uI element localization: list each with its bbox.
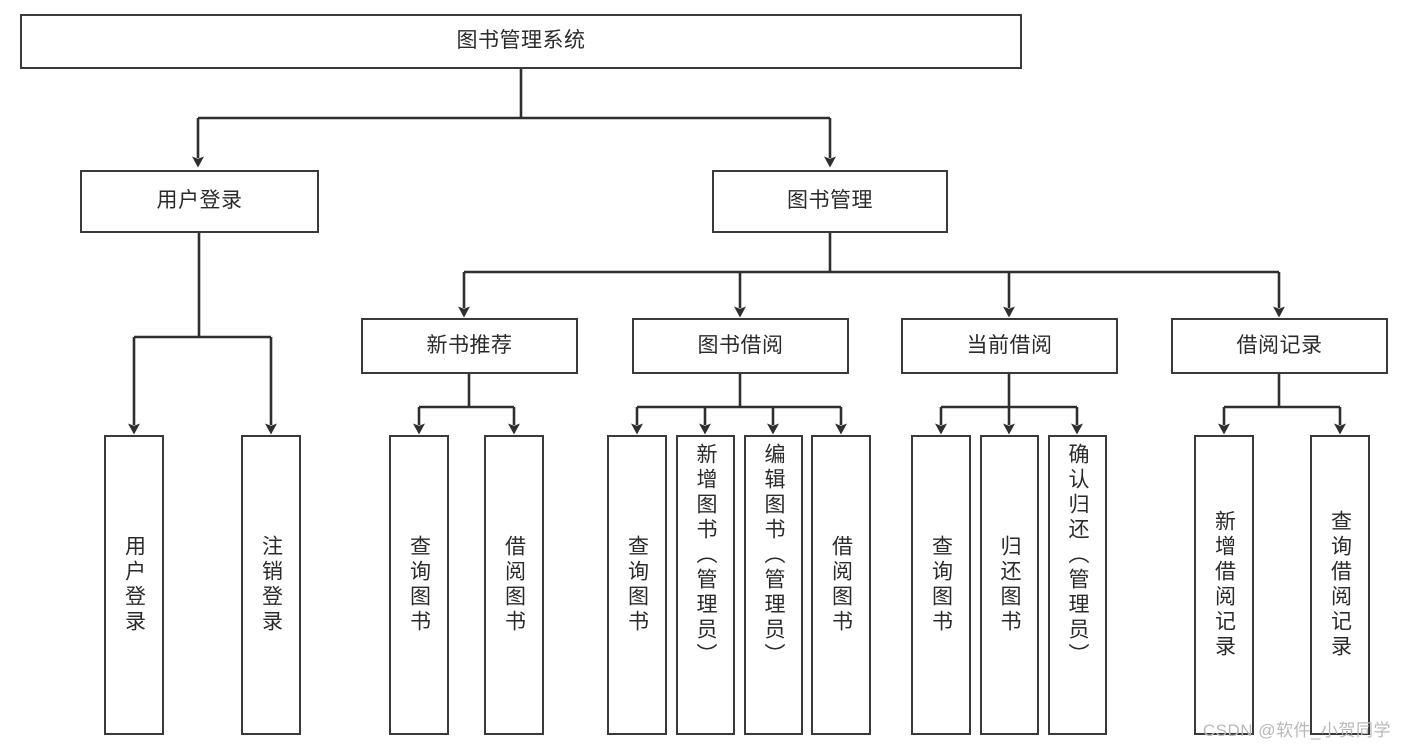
node-leaf-query-book-1[interactable]: 查询图书 [389,435,449,735]
node-current-borrow[interactable]: 当前借阅 [901,318,1118,374]
node-leaf-query-book-1-label: 查询图书 [407,535,431,635]
node-user-login-label: 用户登录 [156,189,243,213]
node-leaf-borrow-book-1-label: 借阅图书 [502,535,526,635]
node-new-book-rec[interactable]: 新书推荐 [361,318,578,374]
node-borrow-record[interactable]: 借阅记录 [1171,318,1388,374]
node-borrow-record-label: 借阅记录 [1236,333,1323,357]
node-leaf-confirm-return[interactable]: 确认归还（管理员） [1048,435,1107,735]
node-leaf-query-book-2-label: 查询图书 [625,535,649,635]
node-leaf-query-record[interactable]: 查询借阅记录 [1310,435,1370,735]
node-root[interactable]: 图书管理系统 [20,14,1022,69]
node-leaf-return-book[interactable]: 归还图书 [980,435,1039,735]
node-leaf-add-book-label: 新增图书（管理员） [694,443,717,668]
node-leaf-confirm-return-label: 确认归还（管理员） [1066,443,1089,668]
node-leaf-add-record-label: 新增借阅记录 [1212,510,1236,660]
watermark-text: CSDN @软件_小贺同学 [1202,721,1391,740]
node-leaf-user-logout-label: 注销登录 [259,535,283,635]
node-leaf-query-book-3[interactable]: 查询图书 [911,435,971,735]
node-leaf-add-book[interactable]: 新增图书（管理员） [676,435,735,735]
node-book-borrow-label: 图书借阅 [697,333,784,357]
node-leaf-user-login[interactable]: 用户登录 [104,435,164,735]
node-root-label: 图书管理系统 [456,29,586,53]
node-leaf-borrow-book-2[interactable]: 借阅图书 [811,435,871,735]
node-leaf-user-login-label: 用户登录 [122,535,146,635]
node-leaf-edit-book-label: 编辑图书（管理员） [762,443,785,668]
node-leaf-query-book-3-label: 查询图书 [929,535,953,635]
node-leaf-query-book-2[interactable]: 查询图书 [607,435,667,735]
node-leaf-return-book-label: 归还图书 [998,535,1021,635]
node-leaf-add-record[interactable]: 新增借阅记录 [1194,435,1254,735]
node-leaf-borrow-book-2-label: 借阅图书 [829,535,853,635]
node-leaf-query-record-label: 查询借阅记录 [1328,510,1352,660]
node-current-borrow-label: 当前借阅 [966,333,1053,357]
node-leaf-user-logout[interactable]: 注销登录 [241,435,301,735]
node-new-book-rec-label: 新书推荐 [426,333,513,357]
node-book-manage[interactable]: 图书管理 [712,170,948,233]
node-book-borrow[interactable]: 图书借阅 [632,318,849,374]
node-user-login[interactable]: 用户登录 [80,170,319,233]
node-leaf-borrow-book-1[interactable]: 借阅图书 [484,435,544,735]
node-leaf-edit-book[interactable]: 编辑图书（管理员） [744,435,803,735]
node-book-manage-label: 图书管理 [787,189,873,213]
